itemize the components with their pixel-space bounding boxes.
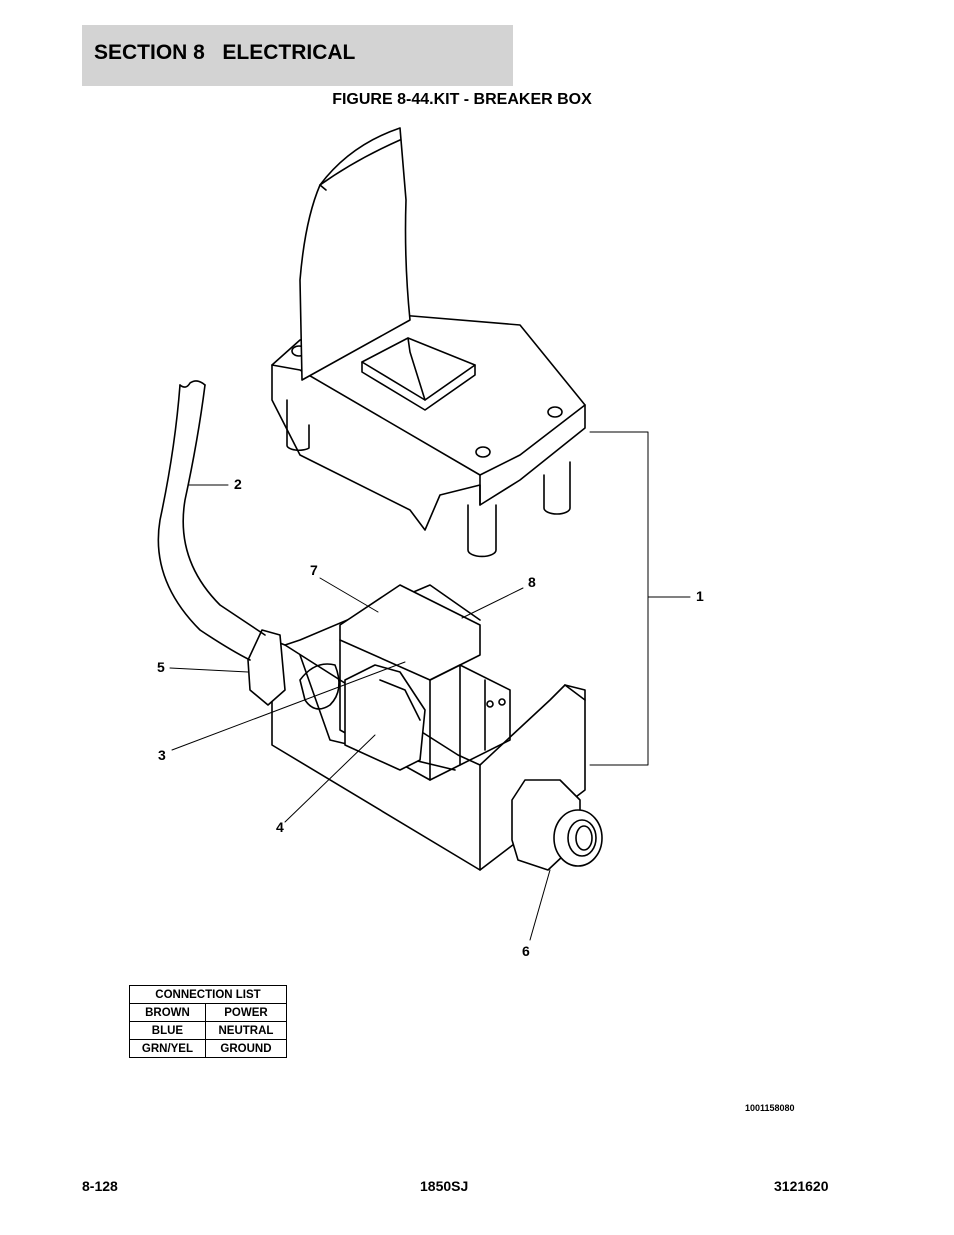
callout-7: 7 bbox=[310, 562, 318, 578]
cable bbox=[157, 380, 266, 661]
table-row: BLUE NEUTRAL bbox=[129, 1021, 288, 1040]
wire-color: BLUE bbox=[129, 1021, 206, 1040]
callout-6: 6 bbox=[522, 943, 530, 959]
table-row: BROWN POWER bbox=[129, 1003, 288, 1022]
table-row: CONNECTION LIST bbox=[129, 985, 287, 1004]
drawing-number: 1001158080 bbox=[745, 1103, 795, 1113]
breaker-box-base bbox=[247, 584, 603, 871]
wire-color: GRN/YEL bbox=[129, 1039, 206, 1058]
manual-number: 3121620 bbox=[774, 1178, 829, 1194]
callout-3: 3 bbox=[158, 747, 166, 763]
leader-lines bbox=[169, 431, 691, 941]
table-row: GRN/YEL GROUND bbox=[129, 1039, 288, 1058]
connection-list-title: CONNECTION LIST bbox=[129, 985, 287, 1004]
callout-1: 1 bbox=[696, 588, 704, 604]
wire-function: GROUND bbox=[204, 1039, 288, 1058]
callout-5: 5 bbox=[157, 659, 165, 675]
wire-function: NEUTRAL bbox=[204, 1021, 288, 1040]
wire-color: BROWN bbox=[129, 1003, 206, 1022]
section-title: SECTION 8 ELECTRICAL bbox=[94, 41, 356, 64]
callout-4: 4 bbox=[276, 819, 284, 835]
figure-caption: FIGURE 8-44.KIT - BREAKER BOX bbox=[332, 91, 592, 108]
model-number: 1850SJ bbox=[420, 1178, 469, 1194]
breaker-box-lid bbox=[271, 127, 586, 558]
callout-8: 8 bbox=[528, 574, 536, 590]
section-header: SECTION 8 ELECTRICAL bbox=[82, 25, 513, 86]
connection-list-table: CONNECTION LIST BROWN POWER BLUE NEUTRAL… bbox=[129, 985, 288, 1058]
callout-2: 2 bbox=[234, 476, 242, 492]
page-number: 8-128 bbox=[82, 1178, 118, 1194]
wire-function: POWER bbox=[204, 1003, 288, 1022]
